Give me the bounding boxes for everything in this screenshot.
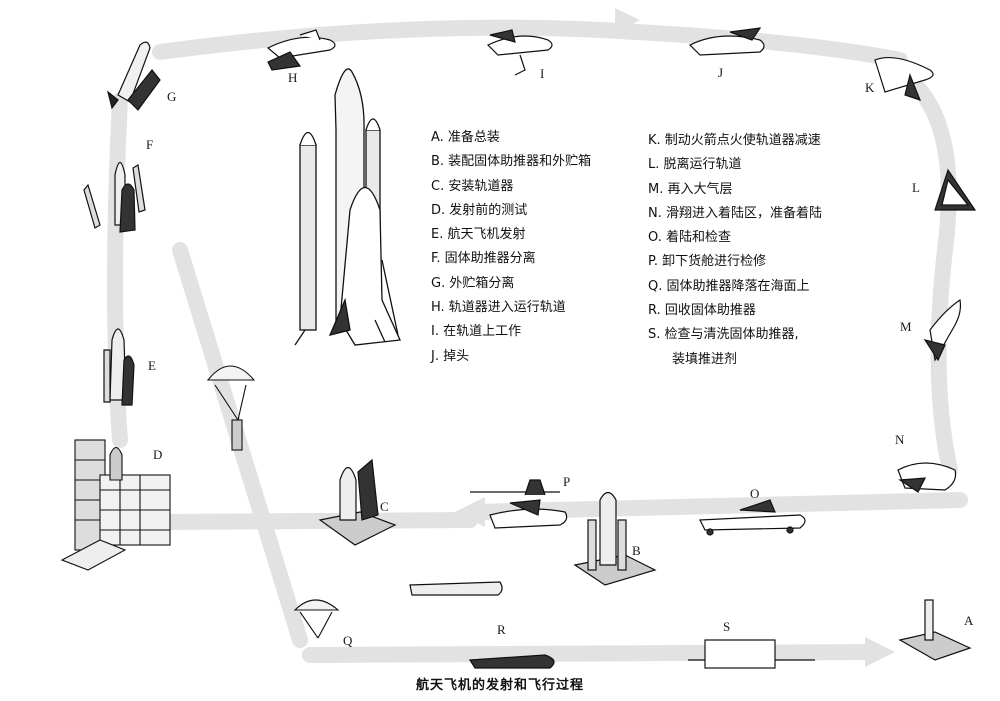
stage-d-illustration (60, 439, 171, 571)
stage-label-s: S (723, 619, 731, 634)
stage-o-illustration (699, 499, 806, 536)
legend-item-r: R. 回收固体助推器 (648, 303, 756, 319)
arrow-head-lower (865, 637, 895, 667)
legend-item-k: K. 制动火箭点火使轨道器减速 (648, 133, 821, 148)
legend-item-f: F. 固体助推器分离 (431, 251, 536, 267)
flow-arrow-top (152, 19, 908, 68)
stage-label-i: I (540, 66, 545, 81)
stage-label-o: O (750, 486, 760, 501)
arrow-head-top (615, 8, 640, 34)
stage-label-d: D (153, 447, 163, 462)
stage-f-illustration (83, 161, 146, 233)
legend-item-b: B. 装配固体助推器和外贮箱 (431, 154, 592, 170)
stage-q-parachute-upper (206, 365, 256, 451)
legend-item-s-continued: 装填推进剂 (672, 351, 738, 367)
stage-label-n: N (895, 432, 905, 447)
legend-item-e: E. 航天飞机发射 (431, 227, 526, 243)
stage-label-p: P (563, 474, 571, 489)
srb-left (299, 144, 317, 331)
stage-label-f: F (146, 137, 154, 152)
legend-item-c: C. 安装轨道器 (431, 178, 514, 194)
stage-h-illustration (266, 29, 336, 71)
stage-label-h: H (288, 70, 298, 85)
stage-label-c: C (380, 499, 389, 514)
flow-arrow-right (907, 77, 958, 478)
legend-item-p: P. 卸下货舱进行检修 (648, 254, 767, 270)
stage-s-illustration (688, 639, 815, 669)
stage-j-illustration (688, 27, 765, 56)
flow-arrow-middle (152, 512, 478, 530)
legend-item-d: D. 发射前的测试 (431, 202, 528, 218)
stage-label-e: E (148, 358, 156, 373)
legend-item-h: H. 轨道器进入运行轨道 (431, 300, 566, 316)
legend-item-i: I. 在轨道上工作 (431, 324, 522, 340)
legend-item-j: J. 掉头 (431, 348, 470, 364)
arrow-head-bottom-return (455, 497, 485, 527)
arrow-heads (455, 8, 895, 667)
legend-right-column: K. 制动火箭点火使轨道器减速 L. 脱离运行轨道 M. 再入大气层 N. 滑翔… (648, 129, 822, 372)
stage-label-q: Q (343, 633, 353, 648)
stage-a-illustration (898, 599, 972, 661)
stage-m-illustration (923, 298, 962, 362)
stage-q-parachute-lower (293, 599, 340, 639)
stage-i-illustration (486, 29, 553, 76)
stage-n-illustration (897, 462, 957, 493)
stage-p-illustration (470, 479, 568, 529)
stage-label-k: K (865, 80, 875, 95)
stage-e-illustration (103, 328, 135, 406)
stage-label-l: L (912, 180, 920, 195)
stage-label-g: G (167, 89, 177, 104)
stage-r-illustration (409, 581, 555, 669)
legend-item-n: N. 滑翔进入着陆区，准备着陆 (648, 205, 822, 221)
legend-item-o: O. 着陆和检查 (648, 230, 731, 246)
stage-label-a: A (964, 613, 974, 628)
legend-item-a: A. 准备总装 (431, 130, 500, 145)
stage-k-illustration (874, 57, 934, 101)
flow-arrow-lower (302, 644, 883, 663)
legend-item-g: G. 外贮箱分离 (431, 275, 515, 291)
central-shuttle-stack (294, 68, 401, 346)
stage-label-m: M (900, 319, 912, 334)
stage-g-illustration (106, 41, 161, 111)
stage-label-j: J (718, 65, 724, 80)
stage-l-illustration (934, 168, 977, 211)
stage-label-b: B (632, 543, 641, 558)
legend-item-m: M. 再入大气层 (648, 181, 733, 197)
legend-item-l: L. 脱离运行轨道 (648, 157, 742, 173)
figure-caption: 航天飞机的发射和飞行过程 (415, 678, 584, 693)
flow-arrow-left (107, 92, 128, 448)
legend-left-column: A. 准备总装 B. 装配固体助推器和外贮箱 C. 安装轨道器 D. 发射前的测… (431, 126, 591, 369)
stage-label-r: R (497, 622, 506, 637)
stage-b-illustration (573, 491, 657, 586)
legend-item-q: Q. 固体助推器降落在海面上 (648, 278, 810, 294)
stage-c-illustration (318, 458, 397, 546)
legend-item-s: S. 检查与清洗固体助推器, (648, 327, 799, 343)
